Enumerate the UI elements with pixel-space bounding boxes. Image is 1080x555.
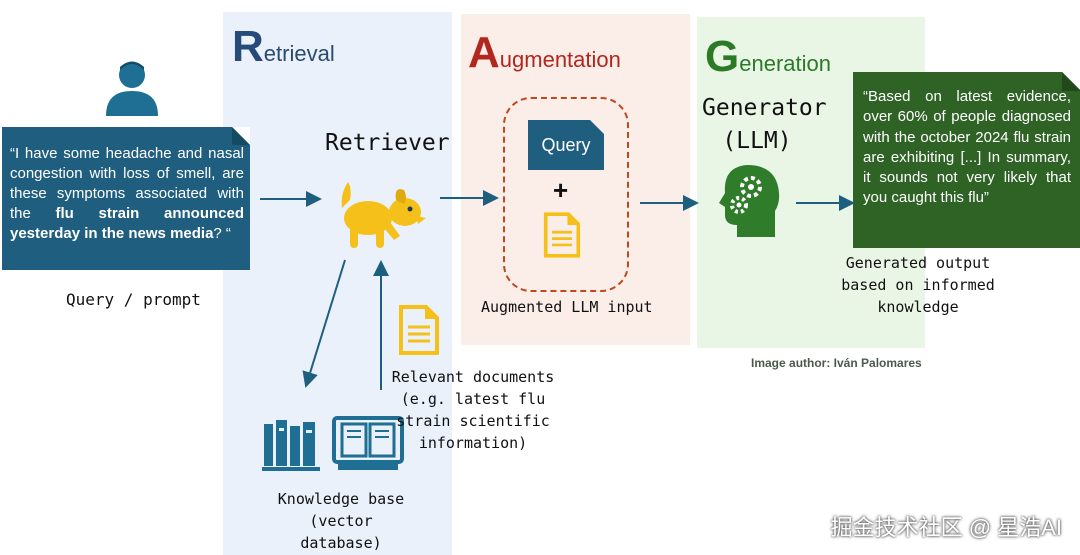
augmentation-title: Augmentation (468, 28, 621, 77)
retriever-label: Retriever (325, 130, 450, 156)
generation-title: Generation (705, 32, 831, 81)
query-box: “I have some headache and nasal congesti… (2, 127, 250, 270)
generator-label: Generator(LLM) (702, 95, 827, 154)
plus-sign: + (553, 175, 569, 205)
query-caption: Query / prompt (66, 290, 201, 309)
knowledge-base-caption: Knowledge base(vector database) (277, 490, 405, 552)
generated-output-caption: Generated output based on informed knowl… (841, 254, 995, 316)
document-icon (543, 212, 581, 258)
arrow-retriever-to-knowledge-base (302, 259, 346, 388)
augmented-input-outline (503, 97, 629, 292)
output-box-fold (1062, 72, 1080, 91)
author-credit: Image author: Iván Palomares (751, 356, 922, 370)
books-icon (262, 420, 320, 471)
relevant-documents-caption: Relevant documents (e.g. latest flu stra… (391, 368, 555, 452)
document-icon (399, 305, 439, 355)
head-gears-icon (719, 165, 780, 237)
augmented-input-caption: Augmented LLM input (481, 298, 653, 316)
query-chip: Query (528, 120, 604, 170)
watermark: 掘金技术社区 @ 星浩AI (830, 515, 1062, 540)
dog-icon (341, 182, 426, 248)
query-chip-fold (590, 120, 604, 134)
query-box-fold (232, 127, 250, 145)
user-icon (106, 61, 158, 116)
generated-output-box: “Based on latest evidence, over 60% of p… (853, 72, 1080, 248)
augmentation-panel (461, 14, 690, 345)
open-book-icon (332, 416, 404, 470)
retrieval-title: Retrieval (232, 22, 335, 71)
